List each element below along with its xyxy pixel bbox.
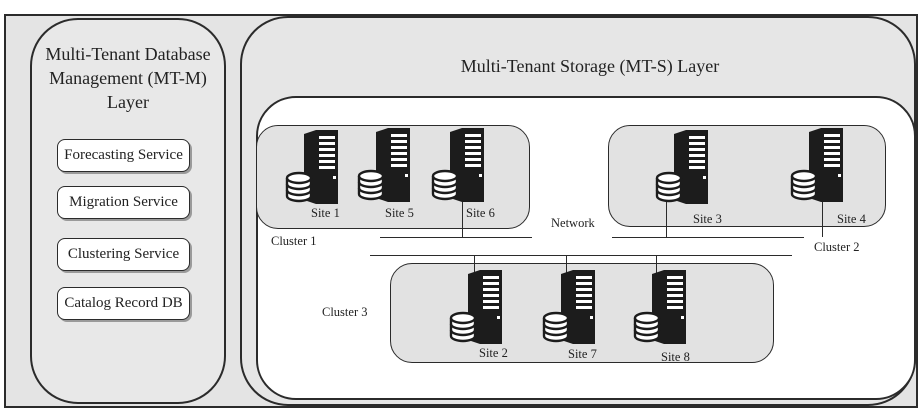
server-with-database-icon	[431, 128, 498, 202]
server-with-database-icon	[790, 128, 857, 202]
site-label: Site 1	[311, 206, 340, 220]
cluster-2-label: Cluster 2	[814, 240, 860, 254]
server-with-database-icon	[655, 130, 722, 204]
network-label: Network	[551, 216, 595, 230]
site-8-link	[656, 255, 657, 273]
site-label: Site 2	[479, 346, 508, 360]
mt-m-title-line1: Multi-Tenant Database	[45, 44, 211, 64]
forecasting-service-box: Forecasting Service	[57, 139, 190, 172]
site-6-link	[462, 200, 463, 237]
server-with-database-icon	[449, 270, 516, 344]
server-with-database-icon	[542, 270, 609, 344]
site-4-link	[822, 200, 823, 237]
server-with-database-icon	[285, 130, 352, 204]
catalog-record-db-box: Catalog Record DB	[57, 287, 190, 320]
cluster-3-label: Cluster 3	[322, 305, 368, 319]
server-with-database-icon	[633, 270, 700, 344]
mt-m-layer-title: Multi-Tenant Database Management (MT-M) …	[32, 42, 224, 114]
network-backbone-line	[370, 255, 792, 256]
site-label: Site 6	[466, 206, 495, 220]
site-2-link	[474, 255, 475, 273]
mt-s-layer-title: Multi-Tenant Storage (MT-S) Layer	[460, 56, 720, 76]
site-label: Site 4	[837, 212, 866, 226]
mt-m-title-line2: Management (MT-M) Layer	[49, 68, 207, 112]
site-label: Site 8	[661, 350, 690, 364]
migration-service-box: Migration Service	[57, 186, 190, 219]
clustering-service-box: Clustering Service	[57, 238, 190, 271]
cluster-2-bus-line	[612, 237, 804, 238]
cropped-caption	[0, 0, 922, 14]
site-label: Site 7	[568, 347, 597, 361]
site-label: Site 3	[693, 212, 722, 226]
site-7-link	[566, 255, 567, 273]
cluster-1-bus-line	[380, 237, 532, 238]
site-3-link	[666, 200, 667, 237]
site-label: Site 5	[385, 206, 414, 220]
server-with-database-icon	[357, 128, 424, 202]
cluster-1-label: Cluster 1	[271, 234, 317, 248]
